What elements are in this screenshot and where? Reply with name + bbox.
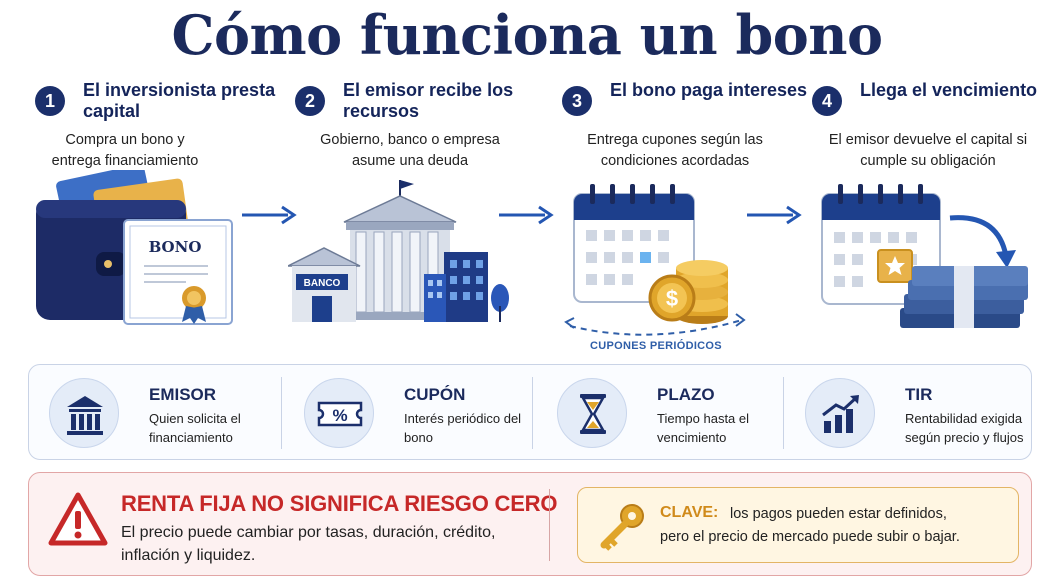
concept-description: Quien solicita el financiamiento — [149, 411, 241, 445]
banco-label: BANCO — [304, 278, 341, 289]
concept-description: Tiempo hasta el vencimiento — [657, 411, 750, 445]
divider — [549, 489, 550, 561]
divider — [281, 377, 282, 449]
hourglass-icon — [557, 378, 627, 448]
growth-chart-icon — [805, 378, 875, 448]
maturity-calendar-cash-illustration — [821, 184, 1028, 328]
step-description: Entrega cupones según las condiciones ac… — [587, 132, 763, 169]
concept-description: Rentabilidad exigida según precio y fluj… — [905, 411, 1024, 445]
arrow-right-icon — [499, 205, 554, 225]
coupon-ticket-icon: % — [304, 378, 374, 448]
key-text: los pagos pueden estar definidos, — [730, 506, 947, 522]
coin-symbol: $ — [666, 286, 678, 311]
step-number: 4 — [812, 86, 842, 116]
key-icon — [600, 504, 644, 551]
concept-emisor: EMISOR Quien solicita el financiamiento — [29, 365, 279, 461]
concepts-panel: EMISOR Quien solicita el financiamiento … — [28, 364, 1032, 460]
warning-triangle-icon — [48, 492, 108, 546]
bank-icon — [49, 378, 119, 448]
key-text: pero el precio de mercado puede subir o … — [660, 529, 960, 545]
step-description: Gobierno, banco o empresa asume una deud… — [320, 132, 500, 169]
arrow-right-icon — [242, 205, 297, 225]
concept-description: Interés periódico del bono — [404, 411, 522, 445]
divider — [783, 377, 784, 449]
concept-title: EMISOR — [149, 385, 217, 404]
step-number: 2 — [295, 86, 325, 116]
step-title: El emisor recibe los recursos — [343, 80, 514, 121]
step-description: El emisor devuelve el capital si cumple … — [828, 132, 1028, 169]
calendar-coins-illustration: $ — [564, 184, 746, 336]
key-label: CLAVE: — [660, 504, 719, 521]
step-title: El inversionista presta capital — [83, 80, 276, 121]
concept-title: PLAZO — [657, 385, 715, 404]
step-description: Compra un bono y entrega financiamiento — [51, 132, 199, 169]
arrow-right-icon — [747, 205, 802, 225]
concept-plazo: PLAZO Tiempo hasta el vencimiento — [537, 365, 787, 461]
concept-title: CUPÓN — [404, 385, 466, 404]
wallet-bond-illustration: BONO — [36, 170, 233, 325]
coupons-caption: CUPONES PERIÓDICOS — [590, 340, 722, 352]
page-title: Cómo funciona un bono — [171, 3, 883, 67]
issuer-buildings-illustration: BANCO — [288, 180, 509, 322]
step-title: El bono paga intereses — [610, 80, 808, 100]
step-number: 3 — [562, 86, 592, 116]
concept-tir: TIR Rentabilidad exigida según precio y … — [785, 365, 1035, 461]
concept-cupon: % CUPÓN Interés periódico del bono — [284, 365, 534, 461]
key-note-box: CLAVE: los pagos pueden estar definidos,… — [577, 487, 1019, 563]
step-number: 1 — [35, 86, 65, 116]
divider — [532, 377, 533, 449]
warning-description: El precio puede cambiar por tasas, durac… — [121, 524, 496, 564]
warning-title: RENTA FIJA NO SIGNIFICA RIESGO CERO — [121, 491, 558, 516]
step-title: Llega el vencimiento — [860, 80, 1038, 100]
bono-label: BONO — [149, 238, 202, 256]
concept-title: TIR — [905, 385, 933, 404]
warning-panel: RENTA FIJA NO SIGNIFICA RIESGO CERO El p… — [28, 472, 1032, 576]
coupon-symbol: % — [332, 406, 347, 425]
